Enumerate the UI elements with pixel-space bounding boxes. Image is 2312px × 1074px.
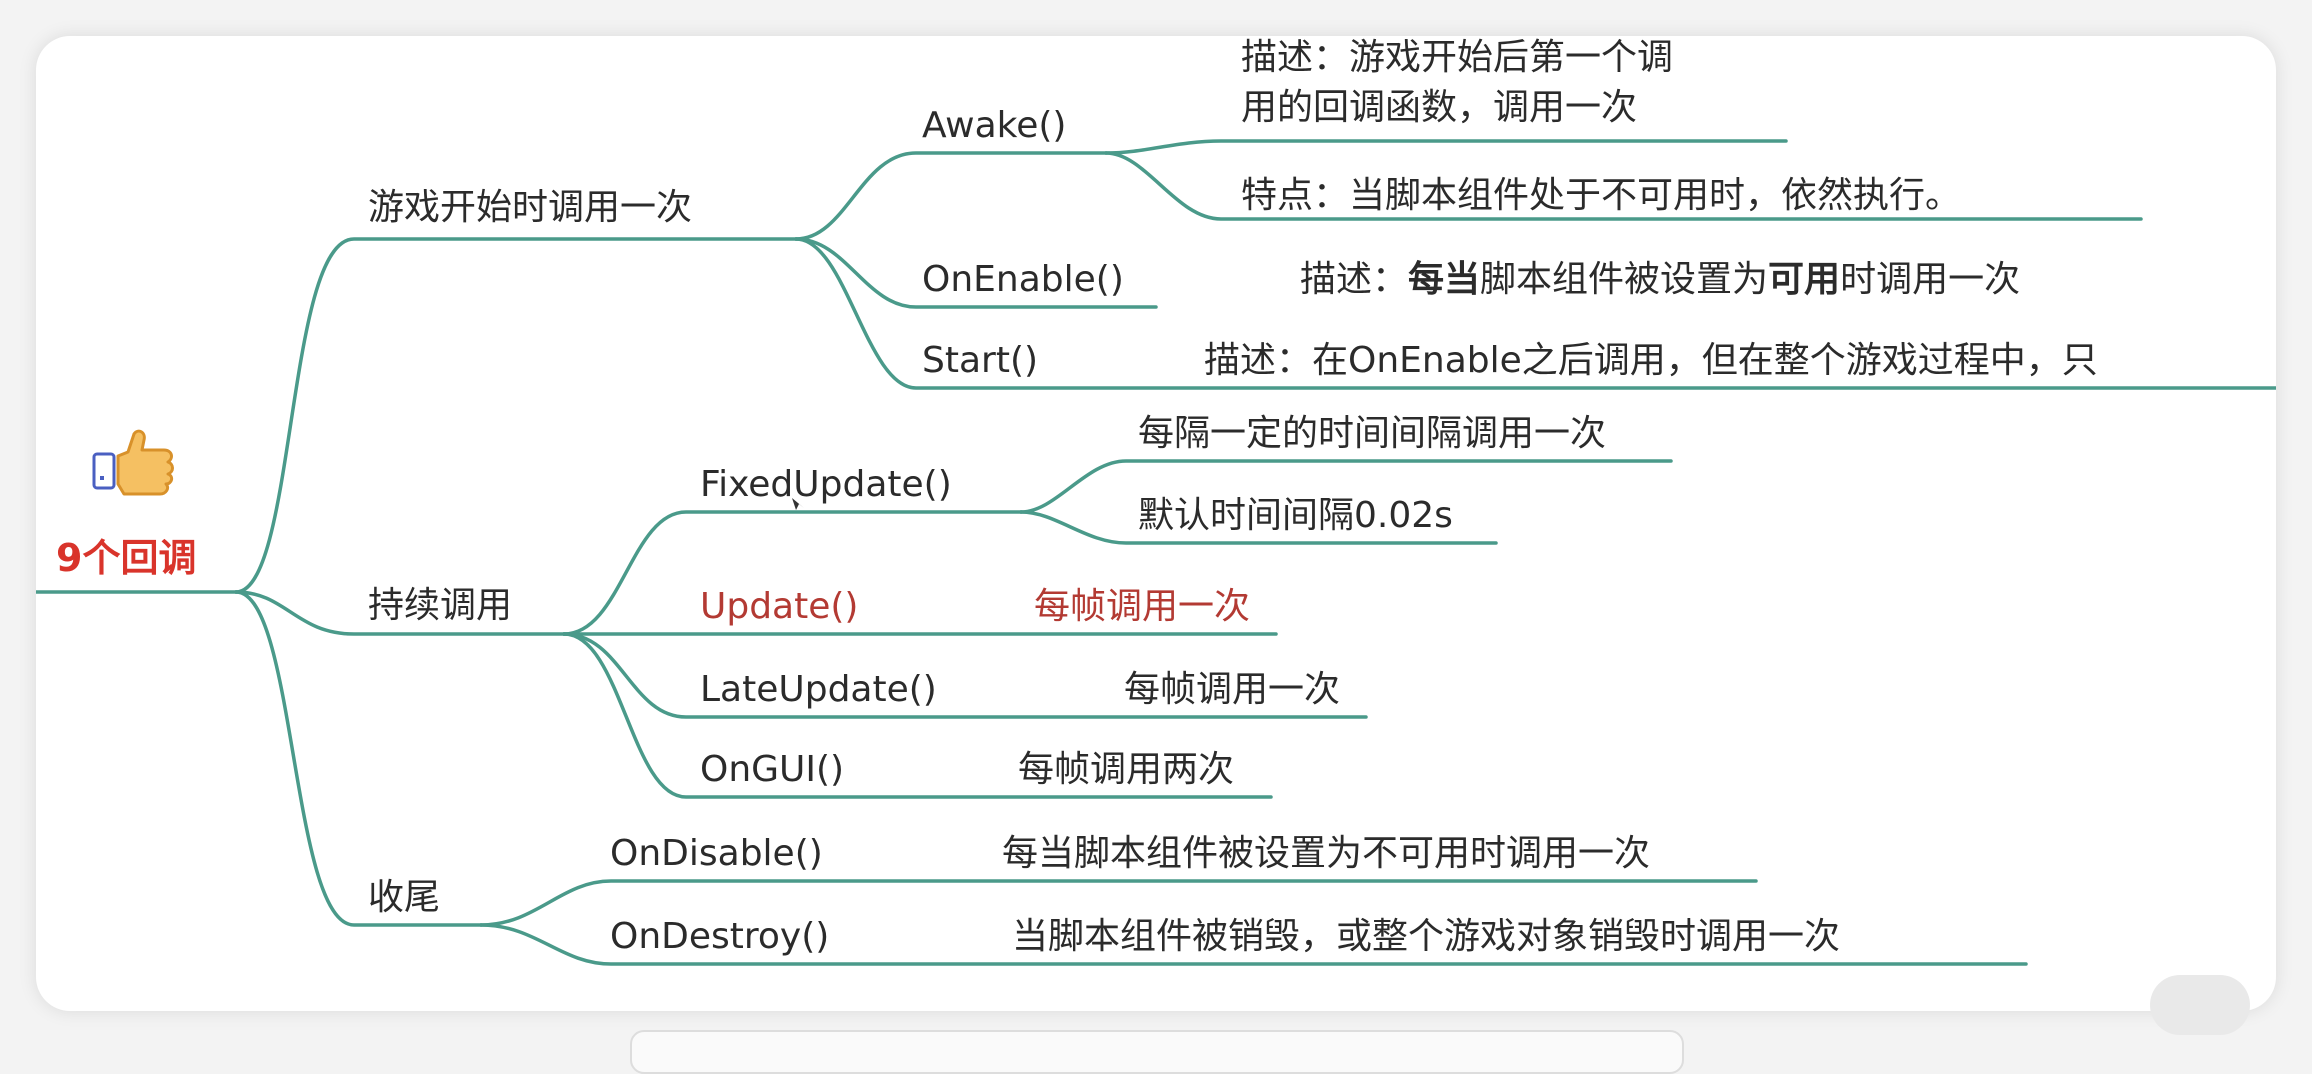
link-ongui — [562, 632, 1273, 799]
group-start-once: 游戏开始时调用一次 — [368, 187, 693, 228]
awake-desc-line2: 用的回调函数，调用一次 — [1241, 87, 1638, 128]
node-ondestroy: OnDestroy() — [610, 916, 830, 957]
thumbs-up-icon — [92, 429, 174, 496]
ongui-desc: 每帧调用两次 — [1018, 749, 1235, 790]
cursor-mark — [792, 498, 804, 510]
link-awake-feature — [1104, 151, 2143, 221]
ondisable-desc: 每当脚本组件被设置为不可用时调用一次 — [1002, 833, 1651, 874]
link-start — [794, 237, 2276, 390]
bottom-panel-edge — [630, 1030, 1684, 1074]
group-cleanup: 收尾 — [368, 877, 441, 918]
node-onenable: OnEnable() — [922, 259, 1124, 300]
awake-desc-line1: 描述：游戏开始后第一个调 — [1241, 37, 1674, 78]
connector-lines — [36, 139, 2276, 966]
link-root-group3 — [234, 590, 483, 927]
lateupdate-desc: 每帧调用一次 — [1124, 669, 1341, 710]
node-lateupdate: LateUpdate() — [700, 669, 937, 710]
link-awake — [794, 151, 1108, 241]
link-root-group2 — [234, 590, 566, 636]
node-fixedupdate: FixedUpdate() — [700, 464, 952, 505]
update-desc: 每帧调用一次 — [1034, 586, 1251, 627]
node-ondisable: OnDisable() — [610, 833, 823, 874]
node-ongui: OnGUI() — [700, 749, 845, 790]
ondestroy-desc: 当脚本组件被销毁，或整个游戏对象销毁时调用一次 — [1012, 916, 1841, 957]
onenable-desc: 描述：每当脚本组件被设置为可用时调用一次 — [1300, 259, 2021, 300]
link-ondisable — [479, 879, 1758, 927]
group-continuous: 持续调用 — [368, 585, 513, 626]
link-fixed-d1 — [1019, 459, 1673, 514]
node-update: Update() — [700, 586, 859, 627]
node-start: Start() — [922, 340, 1039, 381]
link-onenable — [794, 237, 1158, 309]
link-root-group1 — [234, 237, 798, 594]
fixedupdate-desc1: 每隔一定的时间间隔调用一次 — [1138, 413, 1607, 454]
awake-feature: 特点：当脚本组件处于不可用时，依然执行。 — [1241, 175, 1962, 216]
link-awake-desc — [1104, 139, 1788, 155]
node-awake: Awake() — [922, 105, 1067, 146]
link-ondestroy — [479, 923, 2028, 966]
corner-badge — [2150, 975, 2250, 1035]
mindmap-canvas: 9个回调 游戏开始时调用一次 Awake() 描述：游戏开始后第一个调 用的回调… — [36, 36, 2276, 1011]
start-desc: 描述：在OnEnable之后调用，但在整个游戏过程中，只 — [1204, 340, 2098, 381]
link-fixedupdate — [562, 510, 1023, 636]
link-fixed-d2 — [1019, 510, 1498, 545]
link-lateupdate — [562, 632, 1368, 719]
fixedupdate-desc2: 默认时间间隔0.02s — [1138, 495, 1453, 536]
root-label: 9个回调 — [56, 536, 197, 580]
